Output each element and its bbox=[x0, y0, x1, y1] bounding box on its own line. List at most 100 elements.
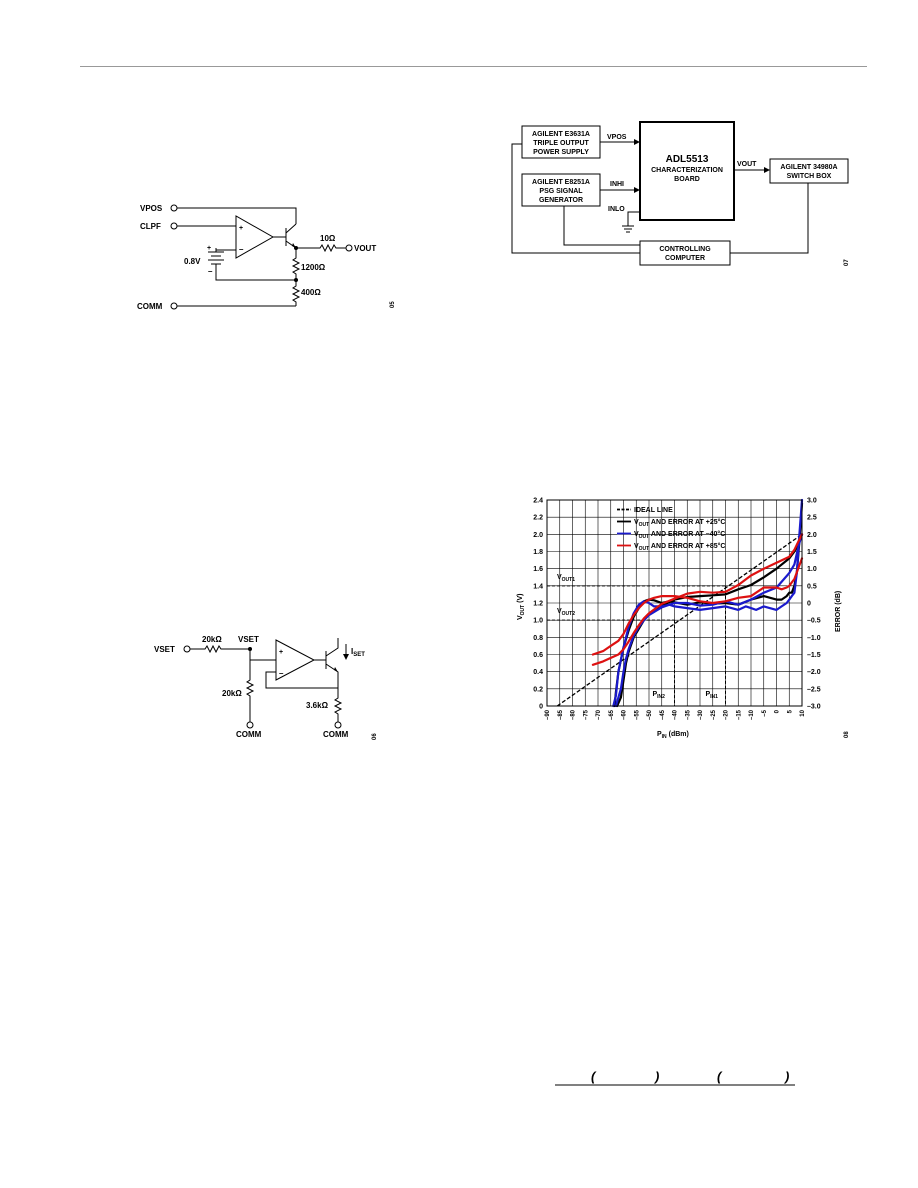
svg-text:ADL5513: ADL5513 bbox=[666, 154, 709, 165]
clpf-label: CLPF bbox=[140, 222, 161, 231]
svg-text:(: ( bbox=[717, 1069, 723, 1084]
vpos-label: VPOS bbox=[140, 204, 163, 213]
x-tick-label: –25 bbox=[711, 709, 717, 720]
svg-text:(: ( bbox=[591, 1069, 597, 1084]
x-tick-label: 5 bbox=[787, 709, 793, 713]
svg-text:+: + bbox=[207, 245, 211, 252]
svg-text:–: – bbox=[279, 669, 284, 678]
vout2-label: VOUT2 bbox=[557, 608, 575, 617]
r-top-label: 1200Ω bbox=[301, 263, 326, 272]
iset-subscript: SET bbox=[353, 652, 365, 658]
x-tick-label: –75 bbox=[583, 709, 589, 720]
x-tick-label: –85 bbox=[558, 709, 564, 720]
y2-tick-label: –1.5 bbox=[807, 652, 821, 659]
y-tick-label: 2.2 bbox=[533, 515, 543, 522]
x-tick-label: –50 bbox=[647, 709, 653, 720]
y-tick-label: 2.0 bbox=[533, 532, 543, 539]
y-axis-label: VOUT (V) bbox=[517, 593, 526, 620]
fig-id: 07 bbox=[844, 259, 850, 266]
x-tick-label: –20 bbox=[724, 709, 730, 720]
y-tick-label: 1.6 bbox=[533, 566, 543, 573]
x-tick-label: –40 bbox=[673, 709, 679, 720]
legend-entry: IDEAL LINE bbox=[634, 507, 673, 514]
x-tick-label: –65 bbox=[609, 709, 615, 720]
dut-board-block bbox=[639, 121, 735, 221]
x-tick-label: –10 bbox=[749, 709, 755, 720]
svg-text:COMPUTER: COMPUTER bbox=[665, 255, 705, 262]
switch-box-block bbox=[769, 158, 849, 184]
vset-node-label: VSET bbox=[238, 635, 259, 644]
fig-id: 05 bbox=[390, 301, 396, 308]
vpos-terminal bbox=[170, 204, 178, 212]
svg-text:BOARD: BOARD bbox=[674, 176, 700, 183]
x-tick-label: –80 bbox=[571, 709, 577, 720]
fig-id: 06 bbox=[372, 733, 378, 740]
clpf-terminal bbox=[170, 222, 178, 230]
x-tick-label: –35 bbox=[685, 709, 691, 720]
x-tick-label: –60 bbox=[622, 709, 628, 720]
vout-label: VOUT bbox=[354, 244, 376, 253]
r-in-label: 20kΩ bbox=[202, 635, 222, 644]
y-tick-label: 1.0 bbox=[533, 618, 543, 625]
x-tick-label: –45 bbox=[660, 709, 666, 720]
vset-interface-schematic: VSET 20kΩ VSET 20kΩ COMM + – ISET 3.6kΩ … bbox=[154, 635, 378, 740]
inhi-label: INHI bbox=[610, 181, 624, 188]
controlling-computer-block bbox=[639, 240, 731, 266]
signal-generator-block bbox=[521, 173, 601, 207]
y2-tick-label: –2.0 bbox=[807, 669, 821, 676]
pin2-label: PIN2 bbox=[653, 691, 666, 700]
x-tick-label: –55 bbox=[634, 709, 640, 720]
x-tick-label: –30 bbox=[698, 709, 704, 720]
svg-text:SWITCH BOX: SWITCH BOX bbox=[787, 173, 832, 180]
svg-text:+: + bbox=[239, 225, 243, 232]
y-tick-label: 1.4 bbox=[533, 583, 543, 590]
legend-entry: VOUT AND ERROR AT +85°C bbox=[634, 542, 725, 552]
svg-text:GENERATOR: GENERATOR bbox=[539, 197, 583, 204]
svg-text:PSG SIGNAL: PSG SIGNAL bbox=[539, 188, 583, 195]
y-tick-label: 1.8 bbox=[533, 549, 543, 556]
x-tick-label: 0 bbox=[775, 709, 781, 713]
vout-terminal bbox=[345, 244, 353, 252]
vpos-label: VPOS bbox=[607, 134, 627, 141]
y2-tick-label: 1.5 bbox=[807, 549, 817, 556]
y2-tick-label: 0.5 bbox=[807, 583, 817, 590]
svg-text:): ) bbox=[653, 1069, 659, 1084]
series-line-5 bbox=[591, 557, 804, 656]
series-line-4 bbox=[591, 533, 804, 666]
y-tick-label: 0.6 bbox=[533, 652, 543, 659]
x-tick-label: –70 bbox=[596, 709, 602, 720]
vout1-label: VOUT1 bbox=[557, 574, 575, 583]
y2-tick-label: 2.5 bbox=[807, 515, 817, 522]
x-axis-label: PIN (dBm) bbox=[657, 731, 689, 740]
op-amp-symbol bbox=[235, 215, 275, 259]
svg-text:AGILENT E8251A: AGILENT E8251A bbox=[532, 179, 590, 186]
y2-tick-label: –2.5 bbox=[807, 686, 821, 693]
r-div-label: 20kΩ bbox=[222, 689, 242, 698]
series-line-2 bbox=[614, 533, 804, 708]
legend-entry: VOUT AND ERROR AT +25°C bbox=[634, 518, 725, 528]
y2-tick-label: 2.0 bbox=[807, 532, 817, 539]
ideal-line bbox=[556, 533, 803, 707]
y2-tick-label: 1.0 bbox=[807, 566, 817, 573]
x-tick-label: –90 bbox=[545, 709, 551, 720]
pin1-label: PIN1 bbox=[706, 691, 719, 700]
fig-id: 08 bbox=[844, 731, 850, 738]
vout-output-stage-schematic: VPOS CLPF + – VOUT 10Ω 1200Ω 400Ω + – 0.… bbox=[137, 204, 396, 311]
vset-input-label: VSET bbox=[154, 645, 175, 654]
svg-text:POWER SUPPLY: POWER SUPPLY bbox=[533, 149, 589, 156]
comm-label-2: COMM bbox=[323, 730, 349, 739]
y2-tick-label: –3.0 bbox=[807, 704, 821, 711]
y-tick-label: 0.8 bbox=[533, 635, 543, 642]
inlo-label: INLO bbox=[608, 206, 625, 213]
y2-axis-label: ERROR (dB) bbox=[835, 591, 842, 632]
comm-terminal bbox=[170, 302, 178, 310]
op-amp-symbol bbox=[275, 639, 316, 681]
x-tick-label: –5 bbox=[762, 709, 768, 716]
equation-fragment: ( ) ( ) bbox=[555, 1069, 795, 1086]
v-ref-label: 0.8V bbox=[184, 257, 201, 266]
comm-label: COMM bbox=[137, 302, 163, 311]
x-tick-label: 10 bbox=[800, 709, 806, 716]
x-tick-label: –15 bbox=[736, 709, 742, 720]
y2-tick-label: –0.5 bbox=[807, 618, 821, 625]
header-rule bbox=[80, 66, 867, 67]
